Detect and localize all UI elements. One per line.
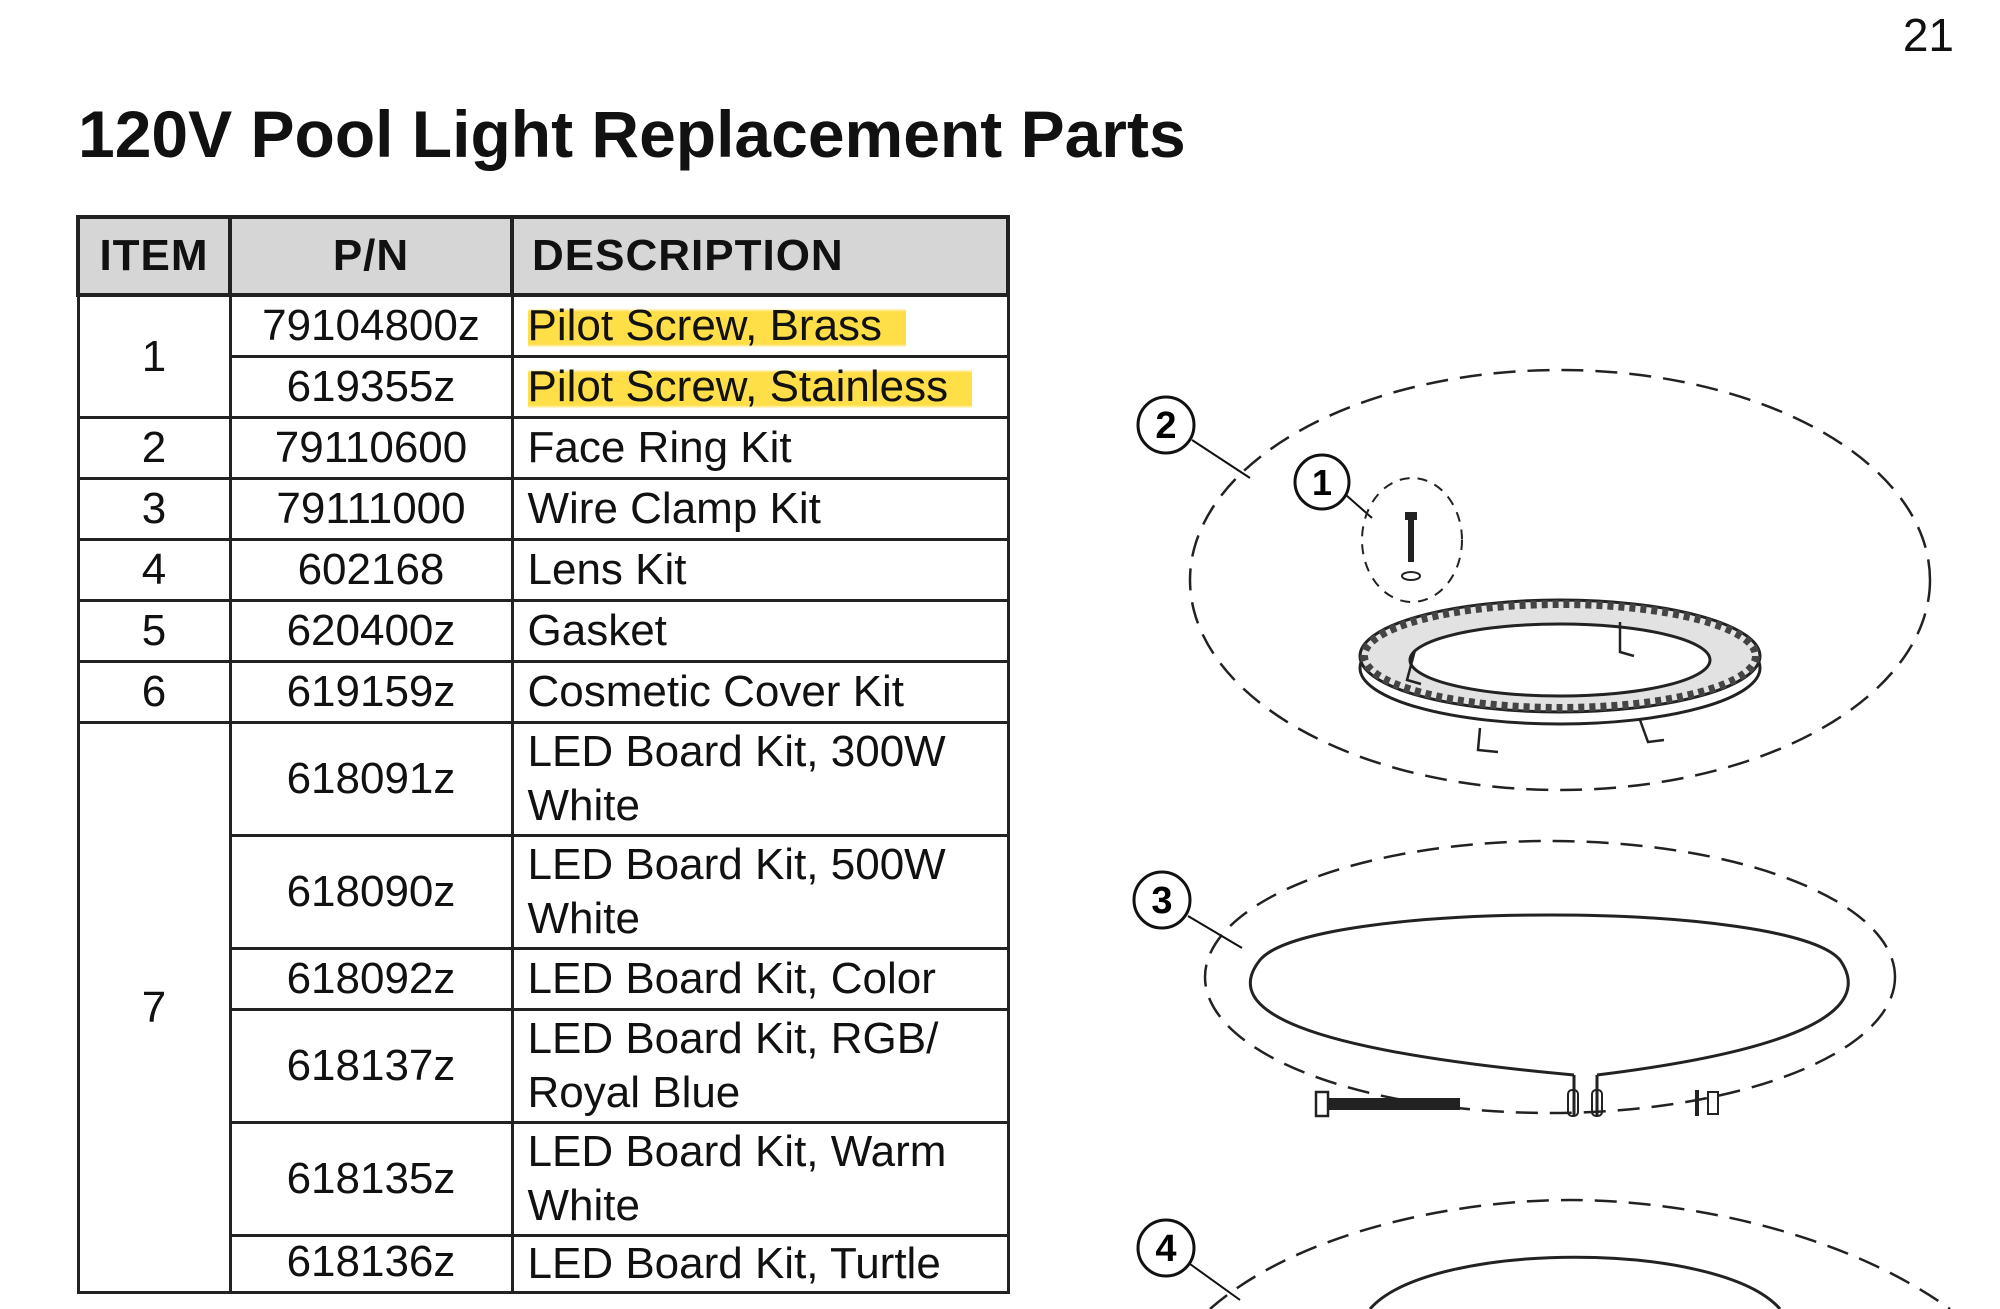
description-cell: Cosmetic Cover Kit: [510, 660, 1010, 724]
description-cell: LED Board Kit, Color: [510, 947, 1010, 1011]
table-row: 2 79110600 Face Ring Kit: [76, 416, 1010, 480]
group-4-outline: [1209, 1198, 1951, 1309]
item-cell: 7: [76, 721, 232, 1294]
description-cell: Wire Clamp Kit: [510, 477, 1010, 541]
highlighted-text: Pilot Screw, Brass: [527, 301, 907, 350]
callout-3-label: 3: [1151, 880, 1172, 922]
pn-cell: 618137z: [228, 1008, 514, 1124]
pn-cell: 618092z: [228, 947, 514, 1011]
pilot-screw-group-outline: [1361, 477, 1463, 603]
pn-cell: 619159z: [228, 660, 514, 724]
item-cell: 3: [76, 477, 232, 541]
pn-cell: 618090z: [228, 834, 514, 950]
callout-4-leader: [1189, 1263, 1241, 1301]
header-description: DESCRIPTION: [510, 215, 1010, 297]
pn-cell: 620400z: [228, 599, 514, 663]
callout-2-circle: [1136, 395, 1196, 455]
item-cell: 5: [76, 599, 232, 663]
description-cell: LED Board Kit, Turtle: [510, 1234, 1010, 1294]
callout-2-leader: [1191, 439, 1251, 479]
pn-cell: 602168: [228, 538, 514, 602]
pilot-screw-icon: [1401, 512, 1421, 581]
table-row: 7 618091z LED Board Kit, 300W White: [76, 721, 1010, 1294]
description-cell: Pilot Screw, Stainless: [510, 355, 1010, 419]
table-row: 4 602168 Lens Kit: [76, 538, 1010, 602]
callout-4-circle: [1136, 1218, 1196, 1278]
table-row: 618092z LED Board Kit, Color: [78, 947, 1010, 1011]
pn-cell: 79110600: [228, 416, 514, 480]
item-cell: 1: [76, 293, 232, 419]
callout-3-circle: [1132, 870, 1192, 930]
table-row: 618136z LED Board Kit, Turtle: [78, 1234, 1010, 1294]
table-row: 619355z Pilot Screw, Stainless: [78, 355, 1010, 419]
face-ring-icon: [1358, 598, 1762, 754]
table-row: 6 619159z Cosmetic Cover Kit: [76, 660, 1010, 724]
pn-cell: 618136z: [228, 1234, 514, 1294]
description-cell: Lens Kit: [510, 538, 1010, 602]
callout-1-label: 1: [1312, 462, 1332, 503]
description-cell: Gasket: [510, 599, 1010, 663]
pn-cell: 618135z: [228, 1121, 514, 1237]
description-cell: Face Ring Kit: [510, 416, 1010, 480]
callout-1-circle: [1293, 453, 1351, 511]
table-row: 618090z LED Board Kit, 500W White: [78, 834, 1010, 950]
group-3-outline: [1203, 839, 1897, 1115]
description-cell: LED Board Kit, Warm White: [510, 1121, 1010, 1237]
highlighted-text: Pilot Screw, Stainless: [527, 362, 973, 411]
item-cell: 6: [76, 660, 232, 724]
pn-cell: 618091z: [228, 721, 514, 837]
pn-cell: 79111000: [228, 477, 514, 541]
table-header-row: ITEM P/N DESCRIPTION: [76, 215, 1010, 297]
header-pn: P/N: [228, 215, 514, 297]
callout-1-leader: [1345, 494, 1373, 519]
table-row: 3 79111000 Wire Clamp Kit: [76, 477, 1010, 541]
parts-table: ITEM P/N DESCRIPTION 1 79104800z Pilot S…: [76, 215, 1010, 1294]
item-cell: 4: [76, 538, 232, 602]
table-row: 5 620400z Gasket: [76, 599, 1010, 663]
callout-3-leader: [1187, 915, 1243, 949]
lens-icon: [1368, 1255, 1782, 1309]
page-number: 21: [1902, 9, 1954, 61]
item-cell: 2: [76, 416, 232, 480]
table-row: 618137z LED Board Kit, RGB/ Royal Blue: [78, 1008, 1010, 1124]
group-2-outline: [1188, 368, 1932, 792]
page-title: 120V Pool Light Replacement Parts: [78, 97, 1186, 171]
pn-cell: 79104800z: [228, 293, 514, 358]
callout-2-label: 2: [1155, 405, 1176, 447]
pn-cell: 619355z: [228, 355, 514, 419]
description-cell: LED Board Kit, 500W White: [510, 834, 1010, 950]
callout-4-label: 4: [1155, 1228, 1176, 1270]
wire-clamp-icon: [1248, 913, 1850, 1118]
table-row: 1 79104800z Pilot Screw, Brass: [76, 293, 1010, 419]
description-cell: LED Board Kit, RGB/ Royal Blue: [510, 1008, 1010, 1124]
table-row: 618135z LED Board Kit, Warm White: [78, 1121, 1010, 1237]
exploded-parts-diagram: 2 1 3 4: [1132, 368, 1951, 1309]
description-cell: LED Board Kit, 300W White: [510, 721, 1010, 837]
header-item: ITEM: [76, 215, 232, 297]
description-cell: Pilot Screw, Brass: [510, 293, 1010, 358]
